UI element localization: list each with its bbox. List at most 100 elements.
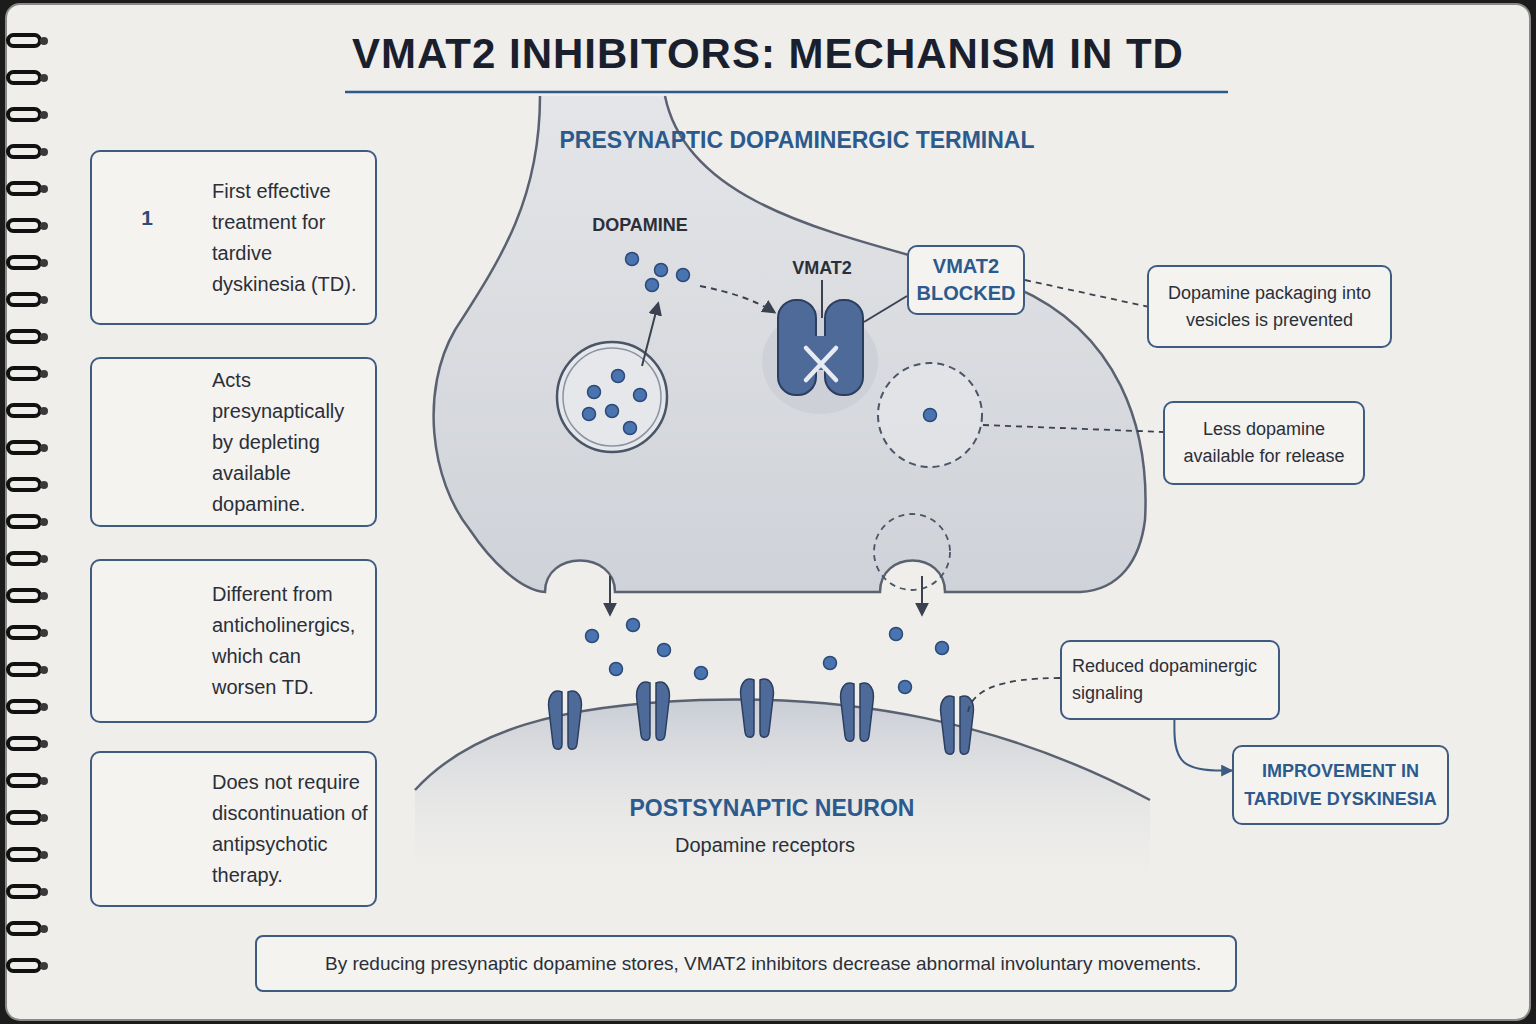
postsynaptic-neuron: [415, 699, 1150, 900]
title-underline: [345, 91, 1228, 94]
part-label: DOPAMINE: [592, 215, 688, 236]
region-label: POSTSYNAPTIC NEURON: [630, 795, 915, 822]
spiral-ring: [8, 775, 48, 786]
dopamine-molecule: [606, 405, 619, 418]
fact-box: Acts presynaptically by depleting availa…: [90, 357, 377, 527]
dopamine-molecule: [626, 253, 639, 266]
dopamine-molecule: [610, 663, 623, 676]
dopamine-molecule: [612, 370, 625, 383]
spiral-binding: [8, 35, 48, 971]
region-label: PRESYNAPTIC DOPAMINERGIC TERMINAL: [560, 127, 1035, 154]
paper-sheet: [6, 4, 1530, 1020]
callout-number: 1: [141, 206, 153, 230]
node-text: Acts presynaptically by depleting availa…: [212, 365, 369, 520]
dopamine-receptor: [941, 696, 974, 754]
full-vesicle: [557, 342, 667, 452]
spiral-ring: [8, 368, 48, 379]
status-box: VMAT2 BLOCKED: [907, 245, 1025, 315]
diagram-title: VMAT2 INHIBITORS: MECHANISM IN TD: [0, 30, 1536, 78]
dopamine-molecule: [627, 619, 640, 632]
presynaptic-terminal: [434, 96, 1146, 592]
connector: [1025, 280, 1147, 307]
spiral-ring: [8, 960, 48, 971]
dopamine-molecule: [695, 667, 708, 680]
spiral-ring: [8, 35, 48, 46]
spiral-ring: [8, 220, 48, 231]
spiral-ring: [8, 590, 48, 601]
part-label: Dopamine receptors: [675, 834, 855, 857]
caption-text: By reducing presynaptic dopamine stores,…: [325, 953, 1201, 975]
leader-line: [983, 425, 1163, 432]
spiral-ring: [8, 257, 48, 268]
empty-vesicle: [878, 363, 982, 467]
dopamine-molecule: [890, 628, 903, 641]
spiral-ring: [8, 664, 48, 675]
part-label: VMAT2: [792, 258, 852, 279]
fact-box: First effective treatment for tardive dy…: [90, 150, 377, 325]
transport-arrow: [700, 286, 774, 312]
dopamine-molecule: [658, 644, 671, 657]
spiral-ring: [8, 405, 48, 416]
node-text: Different from anticholinergics, which c…: [212, 579, 369, 703]
vmat2-pointer: [821, 280, 823, 318]
postsynaptic-membrane: [415, 699, 1150, 800]
leader-line: [864, 296, 907, 322]
spiral-ring: [8, 442, 48, 453]
dopamine-molecule: [624, 422, 637, 435]
spiral-ring: [8, 849, 48, 860]
fact-box: Does not require discontinuation of anti…: [90, 751, 377, 907]
dopamine-receptor: [549, 691, 582, 749]
dopamine-molecule: [583, 408, 596, 421]
spiral-ring: [8, 627, 48, 638]
spiral-ring: [8, 701, 48, 712]
dopamine-molecule: [646, 279, 659, 292]
node-text: Less dopamine available for release: [1175, 416, 1353, 470]
dopamine-molecule: [655, 264, 668, 277]
spiral-ring: [8, 479, 48, 490]
node-text: IMPROVEMENT IN TARDIVE DYSKINESIA: [1238, 757, 1443, 813]
spiral-ring: [8, 516, 48, 527]
caption-box: By reducing presynaptic dopamine stores,…: [255, 935, 1237, 992]
node-text: Reduced dopaminergic signaling: [1072, 653, 1268, 707]
dopamine-molecule: [588, 386, 601, 399]
leader-line: [968, 678, 1060, 712]
spiral-ring: [8, 294, 48, 305]
dopamine-molecule: [586, 630, 599, 643]
fact-box: Different from anticholinergics, which c…: [90, 559, 377, 723]
dopamine-receptor: [637, 682, 670, 740]
efflux-arrow: [642, 304, 658, 366]
callout-box: Less dopamine available for release: [1163, 401, 1365, 485]
spiral-ring: [8, 923, 48, 934]
release-arrow: [609, 576, 611, 614]
spiral-ring: [8, 109, 48, 120]
spiral-ring: [8, 738, 48, 749]
spiral-ring: [8, 812, 48, 823]
spiral-ring: [8, 72, 48, 83]
spiral-ring: [8, 146, 48, 157]
dopamine-molecule: [924, 409, 937, 422]
dopamine-molecule: [936, 642, 949, 655]
dopamine-molecule: [677, 269, 690, 282]
release-site-highlight: [874, 514, 950, 590]
dopamine-molecule: [634, 389, 647, 402]
dopamine-receptor: [741, 679, 774, 737]
dopamine-receptor: [841, 683, 874, 741]
terminal-membrane: [434, 96, 1146, 592]
outcome-box: IMPROVEMENT IN TARDIVE DYSKINESIA: [1232, 745, 1449, 825]
vesicle-inner-wall: [563, 348, 661, 446]
dopamine-molecule: [824, 657, 837, 670]
connector: [1174, 720, 1232, 771]
spiral-ring: [8, 183, 48, 194]
release-arrow: [921, 576, 923, 614]
node-text: Dopamine packaging into vesicles is prev…: [1159, 280, 1380, 334]
node-text: VMAT2 BLOCKED: [915, 253, 1017, 307]
callout-box: Reduced dopaminergic signaling: [1060, 640, 1280, 720]
node-text: Does not require discontinuation of anti…: [212, 767, 369, 891]
spiral-ring: [8, 331, 48, 342]
dopamine-molecule: [899, 681, 912, 694]
block-cross: [806, 348, 836, 380]
node-text: First effective treatment for tardive dy…: [212, 176, 369, 300]
spiral-ring: [8, 886, 48, 897]
